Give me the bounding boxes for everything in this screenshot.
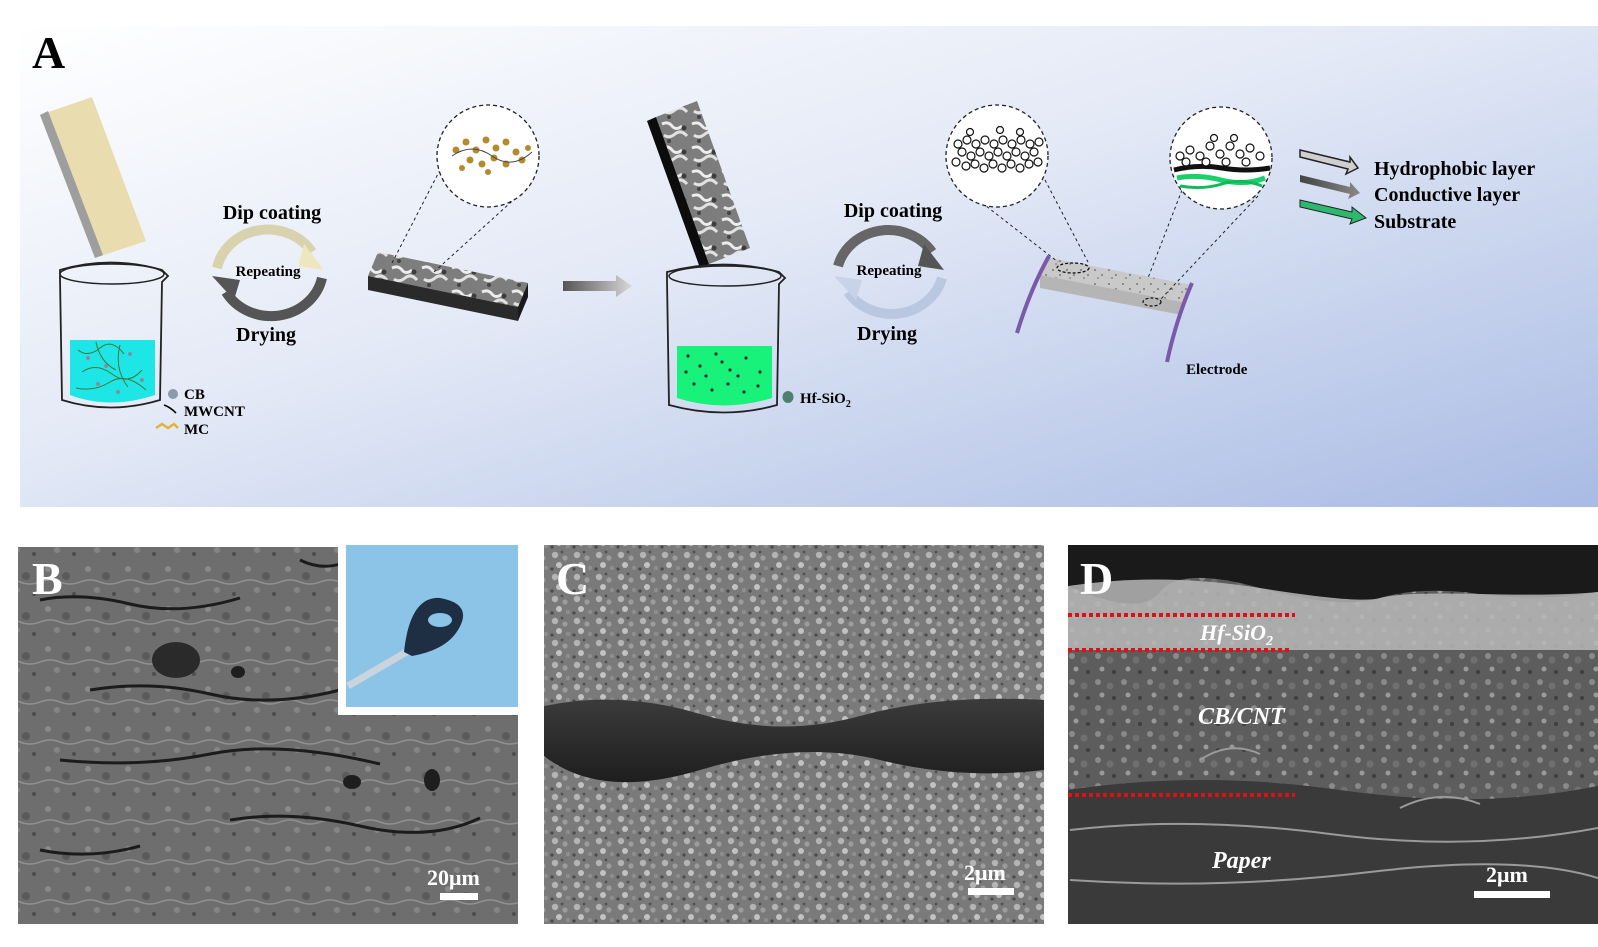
cb-particles <box>86 352 144 394</box>
legend-cb: CB <box>184 387 205 403</box>
cb-marker <box>168 389 178 399</box>
mwcnt-marker <box>163 404 177 414</box>
panel-b: B 20μm <box>18 545 520 924</box>
panel-d-label-paper: Paper <box>1211 848 1271 874</box>
panel-c: C 2μm <box>544 545 1044 924</box>
hf-sio2-marker <box>782 391 794 403</box>
legend-hf-sio2: Hf-SiO2 <box>800 391 851 410</box>
cycle-2-dip-coating: Dip coating <box>844 200 942 222</box>
legend-beaker-2: Hf-SiO2 <box>782 391 851 410</box>
cycle-1: Dip coating Repeating Drying <box>212 202 327 346</box>
panel-b-inset-tweezers <box>346 646 412 690</box>
panel-b-scale-label: 20μm <box>427 865 480 890</box>
panel-d-scale-label: 2μm <box>1486 862 1528 887</box>
panel-b-scale-bar <box>440 893 478 900</box>
panel-b-pore-4 <box>424 769 440 791</box>
mc-marker <box>155 422 179 430</box>
hydrophobic-layer-arrow <box>1299 149 1360 176</box>
panel-d-paper-layer <box>1068 780 1598 924</box>
legend-substrate: Substrate <box>1374 211 1456 233</box>
panel-d-fibers <box>1069 747 1598 885</box>
panel-a-background <box>20 26 1598 507</box>
panel-a: A CB <box>20 26 1598 507</box>
panel-b-pore-3 <box>343 775 361 789</box>
paper-strip <box>40 97 146 258</box>
hf-sio2-particles <box>684 352 762 394</box>
process-arrow <box>563 275 632 297</box>
panel-d-label-cb-cnt: CB/CNT <box>1198 704 1286 730</box>
panel-b-pore-1 <box>152 642 200 678</box>
legend-mwcnt: MWCNT <box>184 404 245 420</box>
cycle-1-drying: Drying <box>236 324 296 346</box>
panel-c-scale-label: 2μm <box>964 860 1006 885</box>
cycle-2-drying: Drying <box>857 323 917 345</box>
electrode-label: Electrode <box>1186 362 1248 378</box>
cycle-1-dip-coating: Dip coating <box>223 202 321 224</box>
panel-c-scale-bar <box>968 888 1014 895</box>
camo-strip <box>647 101 750 268</box>
sensor-device: Electrode <box>945 104 1273 378</box>
layer-legend: Hydrophobic layer Conductive layer Subst… <box>1299 149 1535 233</box>
panel-a-letter: A <box>32 27 65 78</box>
legend-beaker-1: CB MWCNT MC <box>155 387 245 438</box>
zoom-circle-1 <box>436 104 540 208</box>
coating-spheres <box>1175 133 1265 167</box>
panel-d: D Hf-SiO2 CB/CNT Paper 2μm <box>1068 545 1598 924</box>
panel-b-pore-2 <box>231 666 245 678</box>
beaker-cb-mwcnt-mc <box>59 261 170 409</box>
cycle-2-repeating: Repeating <box>857 263 922 279</box>
beaker-hf-sio2 <box>666 263 787 414</box>
nanotube-strands <box>75 341 147 391</box>
sio2-spheres <box>951 125 1044 173</box>
coated-strip-1 <box>368 104 540 321</box>
legend-conductive-layer: Conductive layer <box>1374 184 1520 206</box>
legend-hydrophobic-layer: Hydrophobic layer <box>1374 158 1535 180</box>
panel-d-hf-sio2-layer <box>1068 579 1598 650</box>
panel-d-letter: D <box>1080 553 1113 604</box>
panel-b-inset-loop <box>404 597 464 656</box>
conductive-layer-arrow <box>1300 175 1360 199</box>
panel-b-letter: B <box>32 553 63 604</box>
panel-d-label-hf-sio2: Hf-SiO2 <box>1199 620 1273 649</box>
panel-b-cracks <box>39 558 481 856</box>
panel-c-crack <box>544 698 1044 783</box>
panel-d-scale-bar <box>1474 891 1550 898</box>
panel-d-background-dark <box>1068 545 1598 604</box>
substrate-arrow <box>1299 199 1368 225</box>
cycle-2: Dip coating Repeating Drying <box>833 200 947 345</box>
cycle-1-repeating: Repeating <box>236 264 301 280</box>
electrode-right <box>1165 282 1194 363</box>
panel-c-letter: C <box>556 553 589 604</box>
legend-mc: MC <box>184 422 209 438</box>
electrode-left <box>1015 255 1051 334</box>
